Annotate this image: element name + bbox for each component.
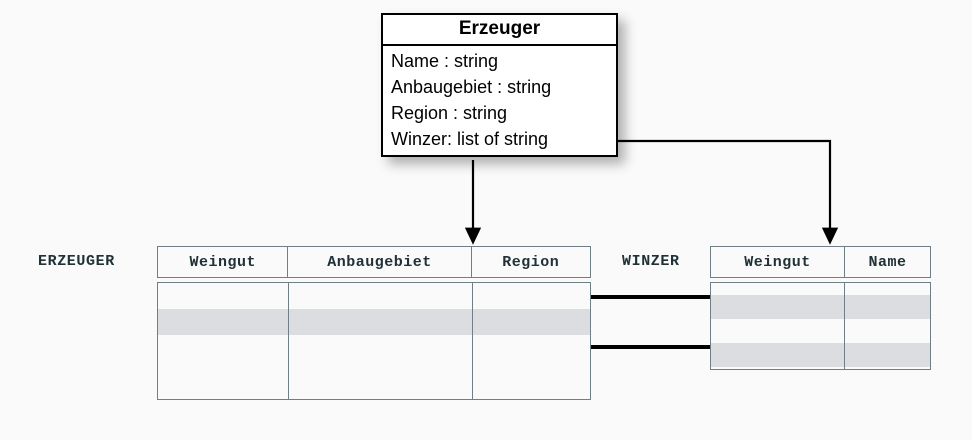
- column-separator: [844, 283, 845, 369]
- table-row[interactable]: [711, 283, 930, 295]
- table-row[interactable]: [158, 361, 590, 399]
- uml-attribute: Anbaugebiet : string: [391, 77, 552, 97]
- column-header-region: Region: [502, 253, 560, 271]
- column-separator: [288, 283, 289, 399]
- column-header-name: Name: [868, 253, 907, 271]
- relation-label-erzeuger: ERZEUGER: [38, 253, 115, 270]
- uml-attribute: Region : string: [391, 103, 508, 123]
- relation-header-row-winzer: Weingut Name: [710, 246, 931, 278]
- uml-attribute: Winzer: list of string: [391, 129, 549, 149]
- relation-table-erzeuger: Weingut Anbaugebiet Region: [157, 246, 591, 400]
- relation-table-winzer: Weingut Name: [710, 246, 931, 370]
- table-row[interactable]: [711, 295, 930, 319]
- relation-header-row-erzeuger: Weingut Anbaugebiet Region: [157, 246, 591, 278]
- column-header-weingut: Weingut: [158, 247, 289, 277]
- relation-label-winzer: WINZER: [622, 253, 680, 270]
- column-header-weingut: Weingut: [711, 247, 845, 277]
- column-separator: [472, 283, 473, 399]
- uml-attribute-list: Name : string Anbaugebiet : string Regio…: [383, 46, 616, 155]
- table-row[interactable]: [158, 335, 590, 361]
- column-header-anbaugebiet: Anbaugebiet: [288, 247, 472, 277]
- table-row[interactable]: [158, 309, 590, 335]
- uml-attribute: Name : string: [391, 51, 499, 71]
- winzer-attr-to-winzer-arrow: [605, 139, 839, 245]
- table-row[interactable]: [158, 283, 590, 309]
- uml-class-box-erzeuger: Erzeuger Name : string Anbaugebiet : str…: [381, 13, 618, 157]
- relation-body-winzer: [710, 282, 931, 370]
- table-row[interactable]: [711, 343, 930, 367]
- table-row[interactable]: [711, 319, 930, 343]
- relation-body-erzeuger: [157, 282, 591, 400]
- uml-class-name: Erzeuger: [383, 15, 616, 46]
